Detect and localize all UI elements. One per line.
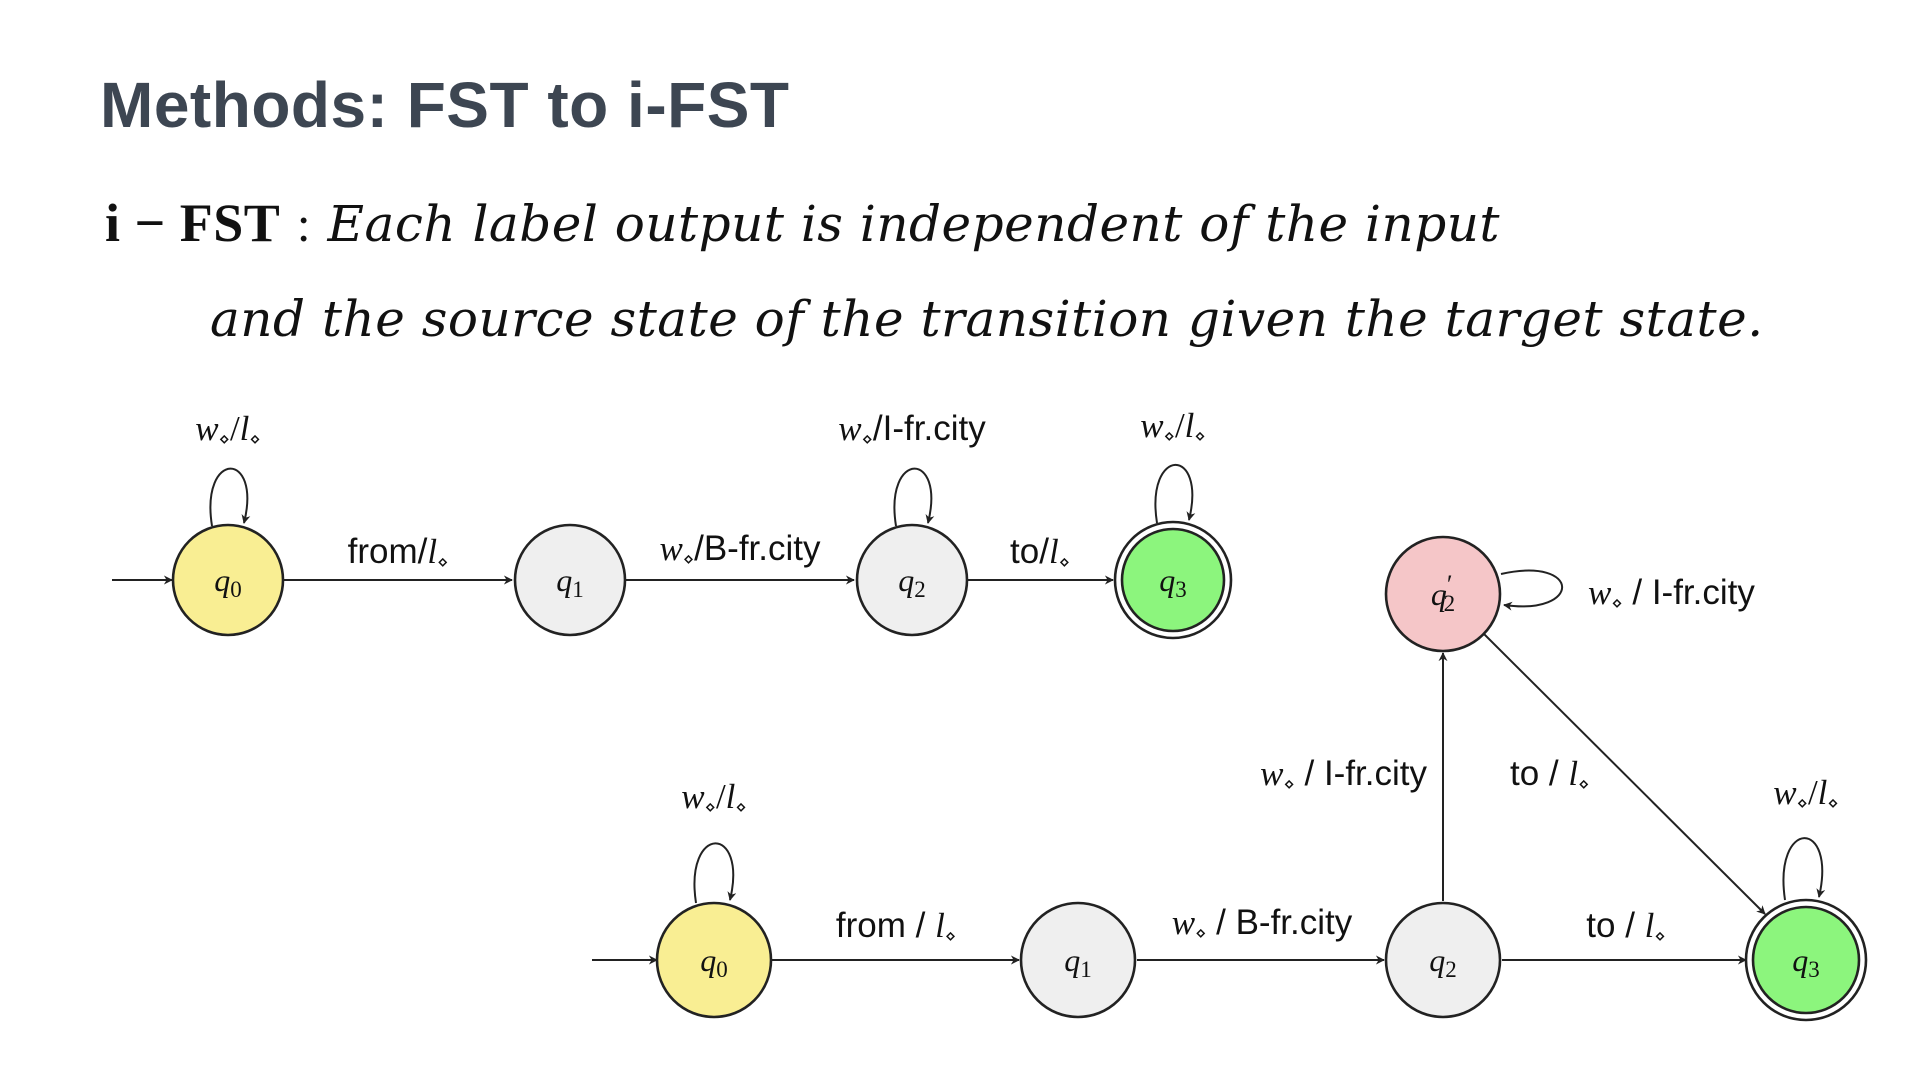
ifst-loop-q0 — [693, 842, 737, 904]
definition-colon: : — [296, 196, 312, 252]
fst-state-q3-label: q3 — [1159, 562, 1187, 602]
ifst-state-q3 — [1751, 905, 1861, 1015]
ifst-state-q2prime — [1384, 535, 1502, 653]
ifst-loop-q0-label: w⋄/l⋄ — [681, 777, 746, 817]
ifst-loop-q2prime-label: w⋄ / I-fr.city — [1588, 573, 1755, 613]
ifst-edge-q0-q1-label: from / l⋄ — [836, 906, 956, 946]
ifst-state-q1-label: q1 — [1064, 942, 1092, 982]
definition-term: i − FST — [105, 193, 281, 253]
ifst-loop-q2prime — [1500, 569, 1563, 611]
fst-loop-q2 — [893, 467, 935, 527]
fst-loop-q3 — [1154, 464, 1196, 524]
definition-text-line-2: and the source state of the transition g… — [210, 290, 1764, 348]
definition-line-2: and the source state of the transition g… — [210, 290, 1764, 348]
slide-title: Methods: FST to i-FST — [100, 69, 790, 141]
fst-state-q1-label: q1 — [556, 562, 584, 602]
fst-loop-q0 — [209, 467, 251, 527]
fst-state-q0 — [171, 523, 285, 637]
ifst-state-q2 — [1384, 901, 1502, 1019]
fst-loop-q3-label: w⋄/l⋄ — [1140, 406, 1205, 446]
ifst-edge-q2prime-q3-label: to / l⋄ — [1510, 754, 1589, 794]
fst-loop-q0-label: w⋄/l⋄ — [195, 409, 260, 449]
fst-state-q2-label: q2 — [898, 562, 926, 602]
ifst-loop-q3 — [1782, 837, 1826, 901]
fst-edge-q1-q2-label: w⋄/B-fr.city — [659, 529, 821, 569]
definition-text-line-1: Each label output is independent of the … — [327, 195, 1501, 253]
ifst-state-q0-label: q0 — [700, 942, 728, 982]
fst-diagram: q0 q1 q2 q3 w⋄/l⋄ w⋄/I-fr.city w⋄/l⋄ fro… — [112, 406, 1233, 640]
ifst-edge-q2-q2prime-label: w⋄ / I-fr.city — [1260, 754, 1427, 794]
ifst-loop-q3-label: w⋄/l⋄ — [1773, 773, 1838, 813]
ifst-state-q0 — [655, 901, 773, 1019]
definition-line-1: i − FST : Each label output is independe… — [105, 192, 1500, 254]
fst-state-q3 — [1120, 527, 1226, 633]
ifst-state-q2prime-label: q′2 — [1431, 570, 1455, 616]
ifst-state-q3-label: q3 — [1792, 942, 1820, 982]
ifst-edge-q1-q2-label: w⋄ / B-fr.city — [1172, 903, 1353, 943]
ifst-diagram: q0 q1 q2 q′2 q3 w⋄/l⋄ w⋄/l⋄ w⋄ / I-fr.ci… — [592, 535, 1868, 1022]
ifst-state-q1 — [1019, 901, 1137, 1019]
fst-edge-q2-q3-label: to/l⋄ — [1010, 532, 1070, 572]
ifst-edge-q2-q3-label: to / l⋄ — [1586, 906, 1665, 946]
fst-edge-q0-q1-label: from/l⋄ — [348, 532, 449, 572]
fst-state-q0-label: q0 — [214, 562, 242, 602]
fst-state-q2 — [855, 523, 969, 637]
ifst-edge-q2prime-q3 — [1482, 632, 1766, 915]
fst-loop-q2-label: w⋄/I-fr.city — [838, 409, 986, 449]
fst-state-q1 — [513, 523, 627, 637]
ifst-state-q2-label: q2 — [1429, 942, 1457, 982]
